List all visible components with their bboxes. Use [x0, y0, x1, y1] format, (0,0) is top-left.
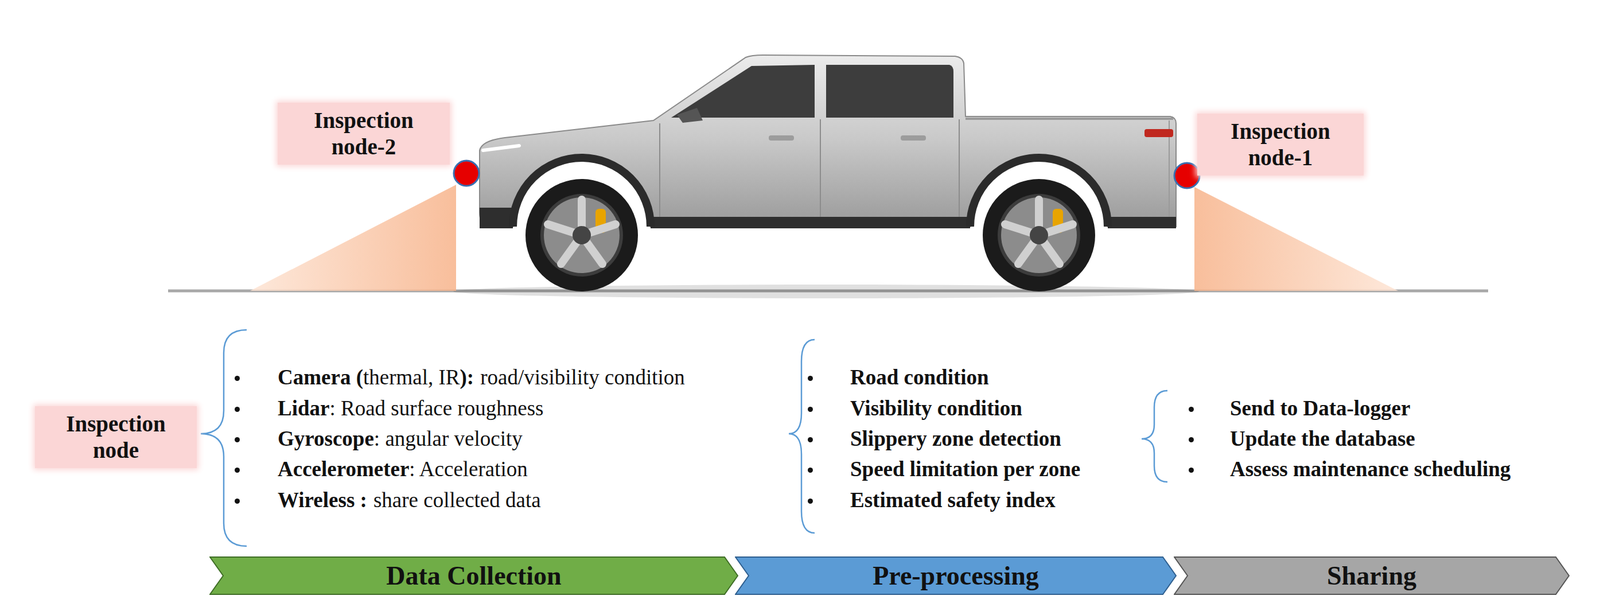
node-title: Inspection node [41, 410, 190, 464]
item-term: Speed limitation per zone [850, 456, 1081, 482]
stage-title: Pre-processing [748, 556, 1163, 595]
sensor-dot [1174, 162, 1200, 189]
bullet-dot [234, 437, 240, 443]
item-term: Send to Data-logger [1229, 395, 1411, 422]
bullet-dot [234, 498, 240, 504]
bullet-dot [807, 375, 813, 381]
item-term: Lidar [277, 395, 330, 422]
list-item: Gyroscope: angular velocity [277, 426, 523, 452]
list-item: Send to Data-logger [1229, 395, 1411, 422]
stage-title: Sharing [1187, 556, 1556, 595]
item-term: Accelerometer [277, 456, 410, 482]
list-item: Speed limitation per zone [850, 456, 1081, 482]
node-label: Inspection node-2 [277, 102, 450, 165]
list-item: Lidar: Road surface roughness [277, 395, 544, 422]
item-term: Update the database [1229, 426, 1416, 452]
node-label: Inspection node-1 [1197, 113, 1364, 176]
bullet-dot [234, 406, 240, 412]
list-item: Update the database [1229, 426, 1416, 452]
item-text: : Acceleration [409, 456, 528, 482]
chevron-shape [735, 557, 1177, 595]
bullet-dot [1188, 437, 1194, 443]
list-item: Road condition [850, 364, 990, 391]
item-text: road/visibility condition [480, 364, 685, 391]
bullet-dot [234, 375, 240, 381]
bullet-dot [1188, 467, 1194, 473]
stage-arrow: Data Collection [209, 556, 739, 595]
chevron-shape [1174, 557, 1570, 595]
item-term: Estimated safety index [850, 487, 1056, 513]
curly-brace [200, 329, 1168, 547]
item-text: : angular velocity [374, 426, 523, 452]
bullet-dot [807, 467, 813, 473]
item-term: Slippery zone detection [850, 426, 1062, 452]
bullet-dot [1188, 406, 1194, 412]
bullet-dot [807, 498, 813, 504]
list-item: Slippery zone detection [850, 426, 1062, 452]
item-term: Wireless : [277, 487, 368, 513]
bullet-dot [807, 406, 813, 412]
list-item: Assess maintenance scheduling [1229, 456, 1511, 482]
stage-arrow: Sharing [1173, 556, 1570, 595]
sensor-cone [1194, 187, 1399, 291]
node-title: Inspection node-2 [284, 107, 443, 161]
item-term: Camera ( [277, 364, 364, 391]
list-item: Camera (thermal, IR):road/visibility con… [277, 364, 685, 391]
list-item: Wireless :share collected data [277, 487, 541, 513]
sensor-dot [453, 160, 480, 186]
stage-arrow: Pre-processing [734, 556, 1177, 595]
item-term: ): [459, 364, 474, 391]
item-term: Visibility condition [850, 395, 1023, 422]
pickup-truck [479, 55, 1177, 292]
bullet-dot [807, 437, 813, 443]
stage-title: Data Collection [223, 556, 725, 595]
list-item: Visibility condition [850, 395, 1023, 422]
item-term: Assess maintenance scheduling [1229, 456, 1511, 482]
sensor-cone [250, 184, 457, 291]
bullet-dot [234, 467, 240, 473]
item-term: Road condition [850, 364, 990, 391]
item-text: share collected data [373, 487, 541, 513]
item-text: : Road surface roughness [329, 395, 544, 422]
chevron-shape [209, 557, 738, 595]
item-term: Gyroscope [277, 426, 375, 452]
list-item: Accelerometer: Acceleration [277, 456, 528, 482]
node-label: Inspection node [34, 406, 197, 469]
item-text: thermal, IR [363, 364, 461, 391]
node-title: Inspection node-1 [1204, 118, 1357, 171]
list-item: Estimated safety index [850, 487, 1056, 513]
